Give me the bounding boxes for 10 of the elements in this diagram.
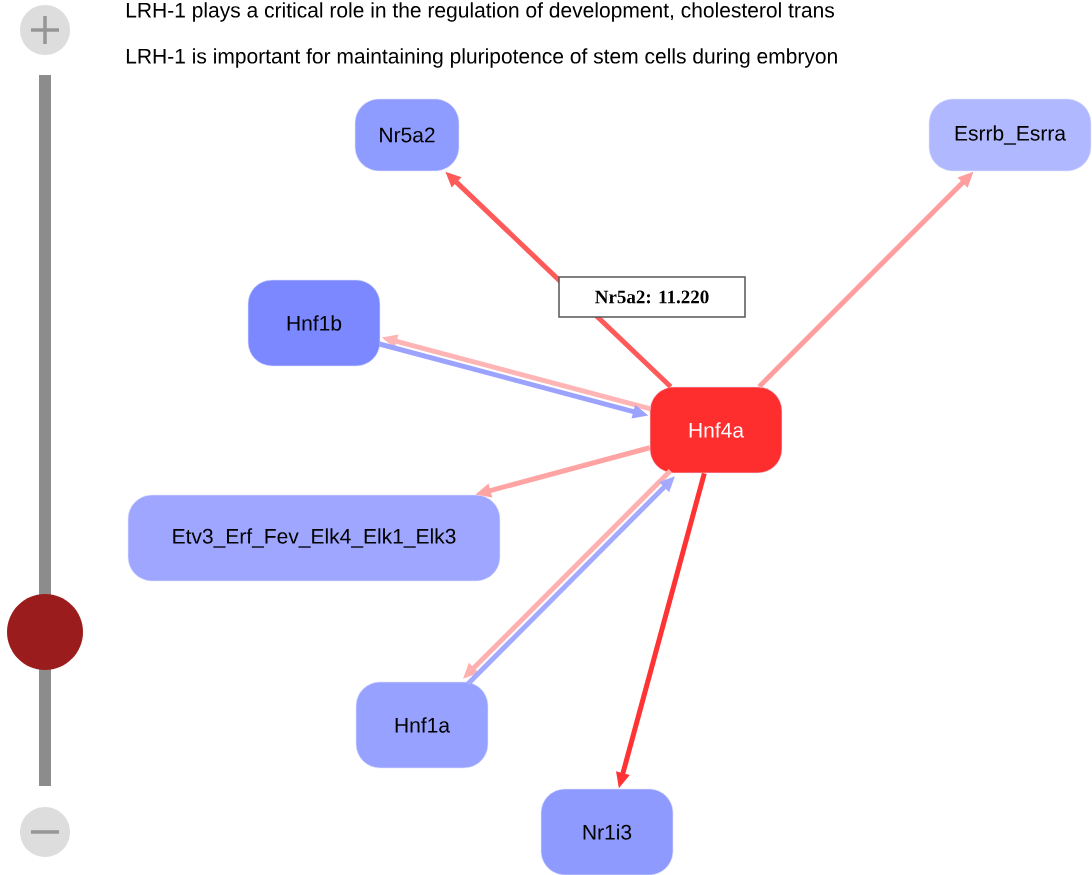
tooltip: Nr5a2: 11.220	[558, 276, 746, 318]
paragraph: LRH-1 is important for maintaining pluripotence of stem cells during embryon	[126, 48, 837, 68]
gene-box: Hnf1b	[247, 279, 381, 367]
gene-box: Nr5a2	[354, 98, 460, 172]
gene-box: Etv3_Erf_Fev_Elk4_Elk1_Elk3	[127, 494, 501, 582]
gene-box: Esrrb_Esrra	[928, 98, 1092, 172]
gene-box: Nr1i3	[540, 788, 674, 875]
gene-box: Hnf4a	[649, 386, 783, 474]
paragraph: LRH-1 plays a critical role in the regulation of development, cholesterol trans	[126, 2, 834, 22]
gene-box: Hnf1a	[355, 681, 489, 769]
